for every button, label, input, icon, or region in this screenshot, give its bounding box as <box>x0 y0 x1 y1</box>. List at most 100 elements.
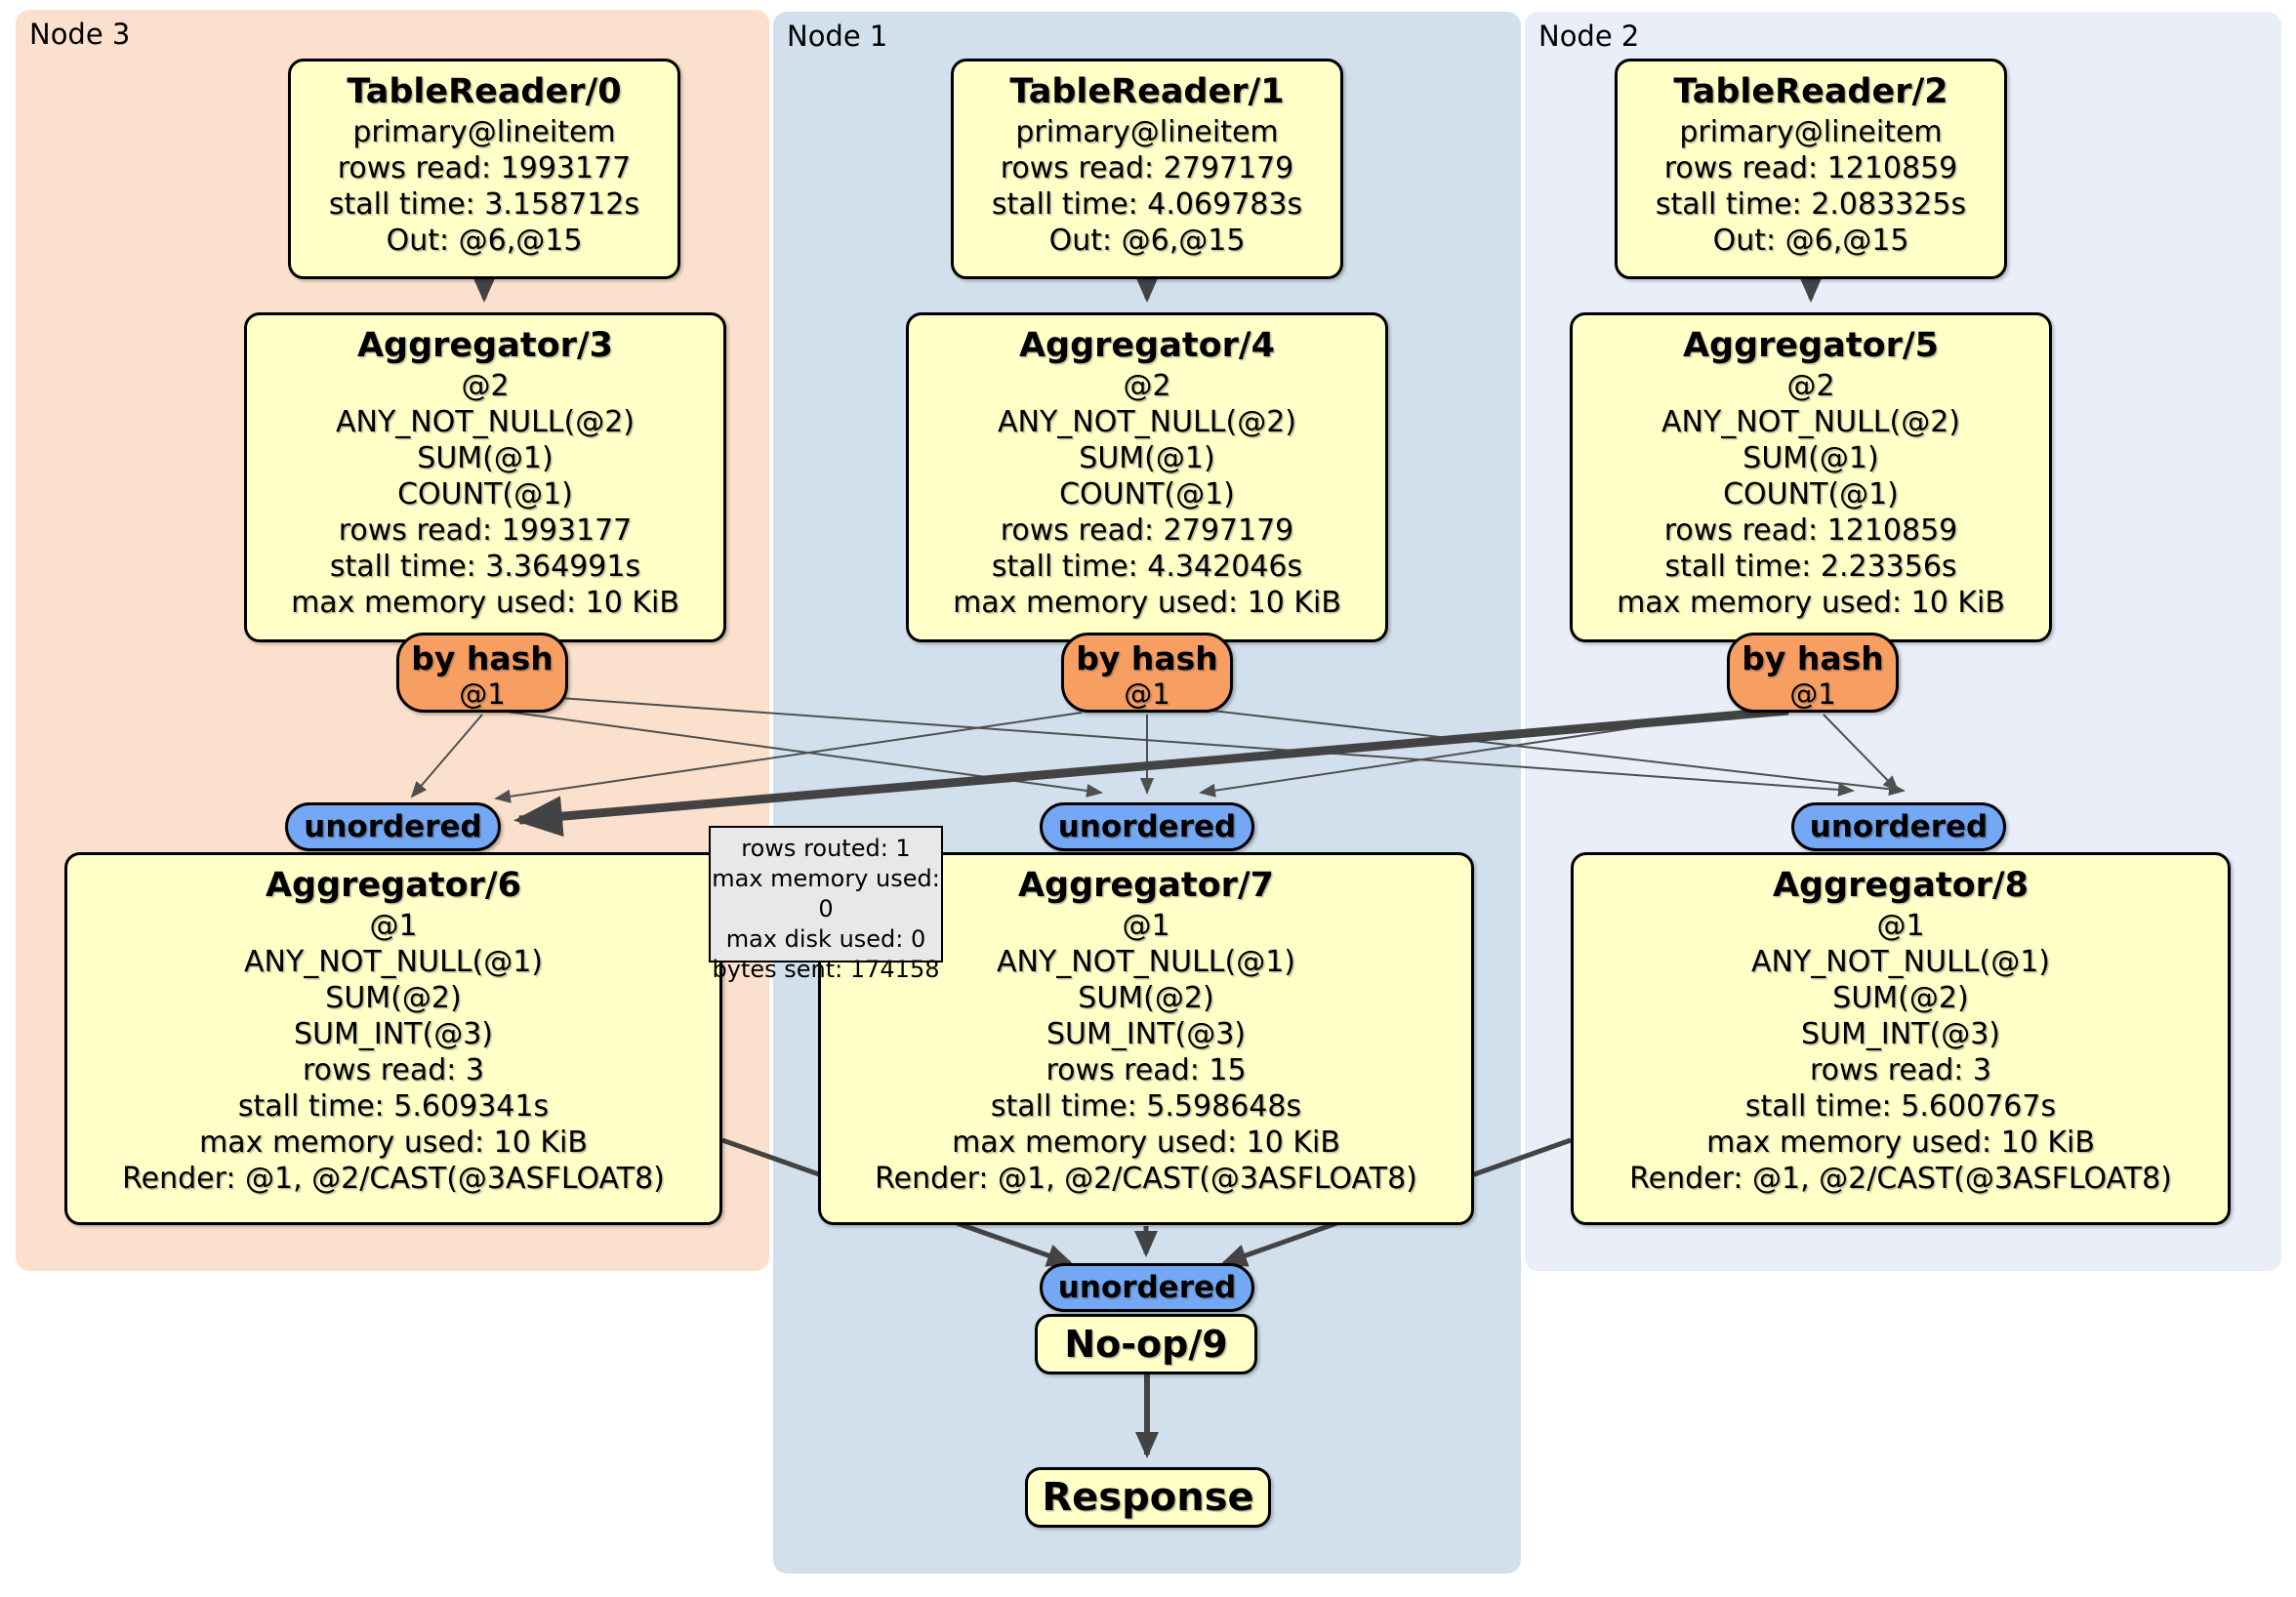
stream-unordered-final[interactable]: unordered <box>1040 1263 1254 1312</box>
node-line: primary@lineitem <box>1015 115 1279 149</box>
stream-unordered-node1[interactable]: unordered <box>1040 802 1254 851</box>
router-detail: @1 <box>1124 677 1170 711</box>
node-line: rows read: 2797179 <box>1000 151 1294 185</box>
processor-title: Aggregator/3 <box>356 326 614 365</box>
router-label: by hash <box>1742 639 1884 677</box>
router-label: by hash <box>411 639 554 677</box>
node-line: stall time: 4.069783s <box>991 187 1303 222</box>
node-line: rows read: 1993177 <box>338 513 633 548</box>
node-line: Out: @6,@15 <box>386 224 583 258</box>
edge-byhash1-unordered8 <box>1211 710 1906 797</box>
router-label: by hash <box>1076 639 1218 677</box>
node-line: rows routed: 1 <box>741 835 911 862</box>
node-line: rows read: 1210859 <box>1663 151 1958 185</box>
node-line: stall time: 2.083325s <box>1655 187 1967 222</box>
processor-title: Aggregator/5 <box>1682 326 1940 365</box>
panel-node1-label: Node 1 <box>787 20 888 53</box>
processor-title: No-op/9 <box>1064 1323 1228 1366</box>
node-line: SUM_INT(@3) <box>1801 1017 2000 1051</box>
node-line: ANY_NOT_NULL(@1) <box>244 945 543 979</box>
response-title: Response <box>1042 1475 1254 1520</box>
node-line: COUNT(@1) <box>397 477 573 512</box>
node-line: ANY_NOT_NULL(@1) <box>997 945 1295 979</box>
node-line: @2 <box>461 369 510 403</box>
processor-title: Aggregator/8 <box>1772 866 2030 905</box>
node-line: Render: @1, @2/CAST(@3ASFLOAT8) <box>875 1162 1417 1196</box>
router-byhash-node2[interactable]: by hash @1 <box>1727 633 1899 713</box>
node-line: primary@lineitem <box>352 115 616 149</box>
node-line: max disk used: 0 <box>725 925 926 953</box>
node-line: Render: @1, @2/CAST(@3ASFLOAT8) <box>1629 1162 2172 1196</box>
node-line: @2 <box>1123 369 1171 403</box>
node-line: max memory used: 10 KiB <box>291 586 679 620</box>
node-line: stall time: 5.609341s <box>237 1089 550 1124</box>
node-line: max memory used: 10 KiB <box>953 586 1341 620</box>
node-line: @2 <box>1786 369 1835 403</box>
node-line: SUM(@2) <box>1832 981 1969 1015</box>
node-line: max memory used: 10 KiB <box>1617 586 2005 620</box>
panel-node3-label: Node 3 <box>29 18 131 51</box>
edge-byhash1-unordered6 <box>494 712 1083 803</box>
router-detail: @1 <box>1789 677 1836 711</box>
processor-title: Aggregator/4 <box>1018 326 1276 365</box>
router-byhash-node3[interactable]: by hash @1 <box>396 633 568 713</box>
node-line: stall time: 5.598648s <box>990 1089 1302 1124</box>
node-line: rows read: 1210859 <box>1663 513 1958 548</box>
node-line: SUM(@1) <box>1742 441 1879 475</box>
stream-unordered-node3[interactable]: unordered <box>285 802 501 851</box>
stream-label: unordered <box>1057 1270 1237 1305</box>
node-line: rows read: 3 <box>302 1053 485 1087</box>
node-line: SUM_INT(@3) <box>294 1017 493 1051</box>
node-line: ANY_NOT_NULL(@1) <box>1751 945 2050 979</box>
node-line: max memory used: 10 KiB <box>952 1126 1340 1160</box>
processor-title: TableReader/1 <box>1009 72 1285 111</box>
stream-label: unordered <box>1057 809 1237 844</box>
node-line: COUNT(@1) <box>1723 477 1899 512</box>
node-line: COUNT(@1) <box>1059 477 1235 512</box>
node-line: rows read: 1993177 <box>337 151 632 185</box>
node-line: ANY_NOT_NULL(@2) <box>998 405 1296 439</box>
node-line: @1 <box>1876 909 1925 943</box>
processor-noop-9: No-op/9 <box>1035 1314 1257 1374</box>
node-line: stall time: 5.600767s <box>1744 1089 2057 1124</box>
node-line: bytes sent: 174158 <box>712 956 940 983</box>
node-line: stall time: 4.342046s <box>991 550 1303 584</box>
node-line: stall time: 3.364991s <box>329 550 641 584</box>
processor-title: TableReader/2 <box>1673 72 1948 111</box>
node-line: Out: @6,@15 <box>1048 224 1246 258</box>
node-line: max memory used: 10 KiB <box>1706 1126 2095 1160</box>
node-line: SUM(@1) <box>1079 441 1215 475</box>
node-line: primary@lineitem <box>1679 115 1943 149</box>
stream-unordered-node2[interactable]: unordered <box>1791 802 2006 851</box>
node-line: ANY_NOT_NULL(@2) <box>1661 405 1960 439</box>
node-line: Render: @1, @2/CAST(@3ASFLOAT8) <box>122 1162 665 1196</box>
edge-byhash3-unordered3 <box>410 714 483 798</box>
edge-byhash2-unordered8 <box>1823 714 1900 793</box>
node-line: rows read: 3 <box>1809 1053 1992 1087</box>
panel-node2-label: Node 2 <box>1538 20 1640 53</box>
processor-title: TableReader/0 <box>347 72 622 111</box>
edge-byhash3-unordered8 <box>546 696 1855 797</box>
node-line: rows read: 2797179 <box>1000 513 1294 548</box>
router-detail: @1 <box>459 677 506 711</box>
router-byhash-node1[interactable]: by hash @1 <box>1061 633 1233 713</box>
edge-byhash2-unordered6-highlighted[interactable] <box>513 706 1789 838</box>
stream-label: unordered <box>304 809 482 844</box>
node-line: max memory used: 10 KiB <box>199 1126 588 1160</box>
processor-title: Aggregator/6 <box>265 866 522 905</box>
